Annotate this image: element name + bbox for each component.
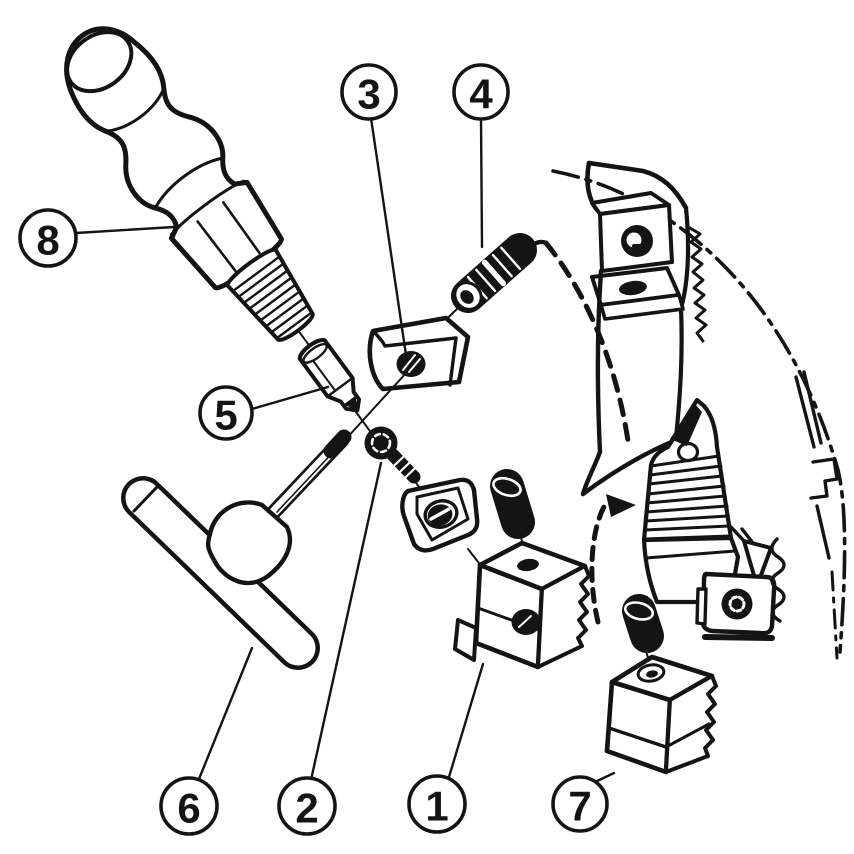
callout-3-circle xyxy=(340,63,398,121)
wedge-tip xyxy=(670,404,702,446)
anvil-block-part-3 xyxy=(367,315,471,392)
handle-part-8 xyxy=(64,26,362,413)
callout-7-label: 7 xyxy=(568,783,591,830)
callout-4-label: 4 xyxy=(469,71,493,118)
serrated-wedge xyxy=(641,397,741,605)
callout-4-circle xyxy=(452,63,510,121)
callout-1-circle xyxy=(407,774,467,834)
callout-6-circle xyxy=(159,776,219,836)
rotation-arrow-icon xyxy=(589,494,636,625)
callout-leader-lines xyxy=(74,116,616,785)
wrench-tip xyxy=(323,429,352,459)
callout-3-label: 3 xyxy=(357,71,380,118)
callout-8-circle xyxy=(18,208,78,268)
callout-8: 8 xyxy=(18,208,78,268)
callout-7-circle xyxy=(551,775,609,833)
side-clamp xyxy=(695,525,786,641)
serrated-block-part-7 xyxy=(604,654,718,775)
callout-5-circle xyxy=(198,385,254,441)
callout-2-circle xyxy=(277,776,337,836)
shim-plate-with-screw xyxy=(400,477,480,553)
callout-8-label: 8 xyxy=(36,217,59,264)
bit-tip xyxy=(343,395,358,411)
block1-serration xyxy=(536,564,591,669)
head-serration xyxy=(688,226,708,343)
locking-pin-upper xyxy=(490,469,535,539)
break-edge-squiggle xyxy=(770,537,786,623)
callout-1: 1 xyxy=(407,774,467,834)
callout-6-label: 6 xyxy=(177,785,200,832)
callout-5: 5 xyxy=(198,385,254,441)
block3-hole xyxy=(396,351,426,377)
insert-slot xyxy=(619,280,647,296)
clamp-block-part-1 xyxy=(453,540,591,670)
block7-serration xyxy=(664,674,718,774)
driver-bit-part-5 xyxy=(297,338,362,413)
callout-5-label: 5 xyxy=(214,392,237,439)
tool-head-body xyxy=(580,160,708,497)
clamp-screw-part-2 xyxy=(364,426,421,484)
block1-front-hole xyxy=(511,609,541,635)
t-handle-wrench-part-6 xyxy=(121,429,352,670)
callout-3: 3 xyxy=(340,63,398,121)
locking-pin-lower xyxy=(622,594,664,653)
block1-top-hole xyxy=(517,558,539,572)
callout-1-label: 1 xyxy=(425,783,448,830)
set-screw-part-4 xyxy=(431,233,537,334)
callout-6: 6 xyxy=(159,776,219,836)
collet-chuck xyxy=(225,247,315,342)
side-clamp-screw-icon xyxy=(721,588,753,620)
assembly-dashed-line xyxy=(521,239,631,444)
screw-head xyxy=(364,426,398,460)
callout-2: 2 xyxy=(277,776,337,836)
block7-hole xyxy=(636,663,666,683)
handle-butt-cap xyxy=(65,30,134,94)
callout-7: 7 xyxy=(551,775,609,833)
callout-2-label: 2 xyxy=(295,785,318,832)
callout-4: 4 xyxy=(452,63,510,121)
